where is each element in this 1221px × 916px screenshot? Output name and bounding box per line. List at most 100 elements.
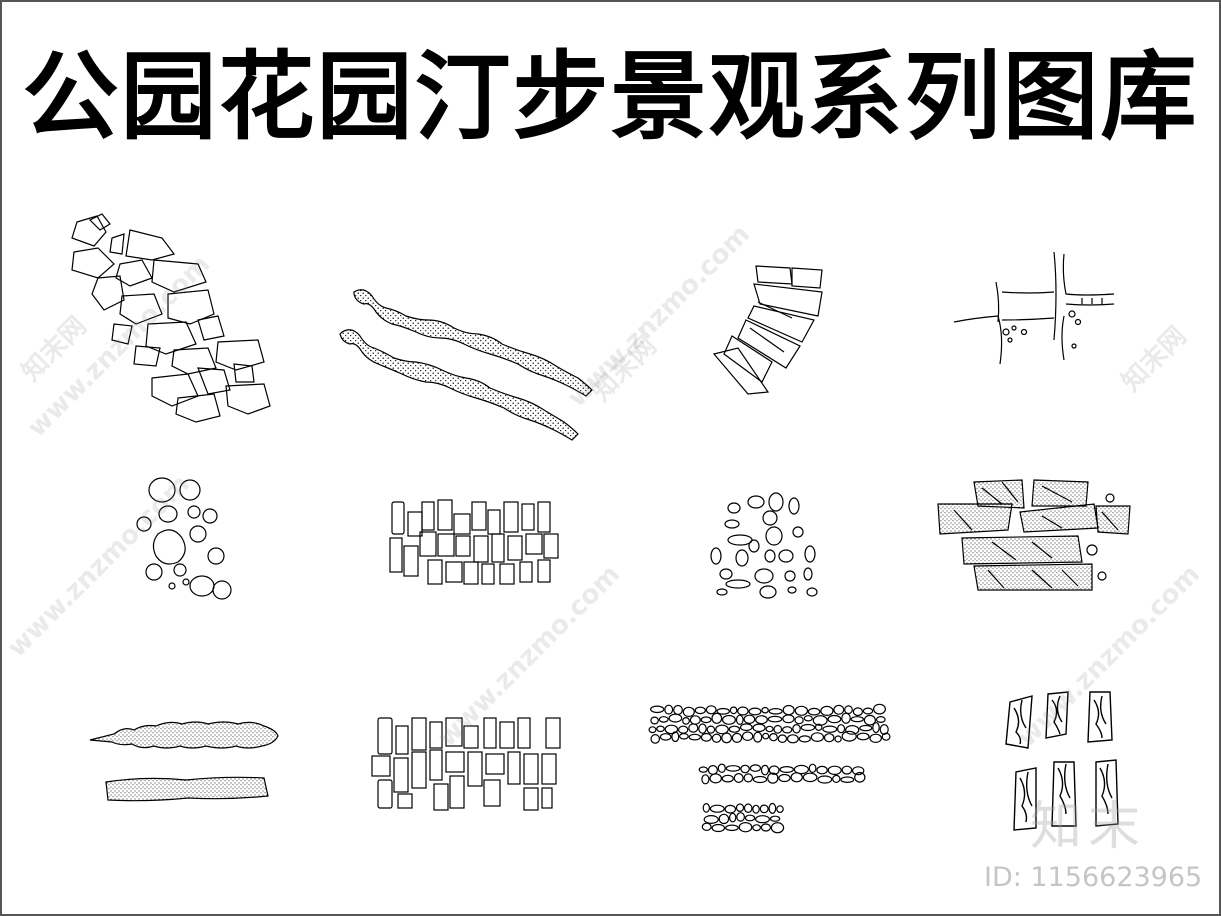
pebble xyxy=(770,822,785,834)
pebble xyxy=(790,772,803,783)
pebble xyxy=(743,773,754,783)
pebble xyxy=(711,712,723,724)
pebble xyxy=(749,764,762,772)
pebble xyxy=(659,733,672,741)
pebble xyxy=(836,724,846,734)
pebble xyxy=(812,715,828,726)
pebble xyxy=(852,766,865,776)
pebble xyxy=(808,763,817,774)
pebble xyxy=(854,771,866,783)
pebble xyxy=(725,765,741,772)
pebble xyxy=(706,725,716,734)
dotted-double-stone-paths xyxy=(339,289,593,441)
pebble xyxy=(768,765,780,775)
pebble xyxy=(807,707,821,716)
pebble xyxy=(733,772,744,783)
pebble xyxy=(700,732,713,742)
pebble xyxy=(793,764,810,775)
pebble xyxy=(760,823,772,832)
pebble xyxy=(721,732,732,744)
pebble xyxy=(721,714,736,725)
pebble xyxy=(689,715,701,725)
pebble xyxy=(798,735,811,743)
pebble xyxy=(658,716,669,723)
pebble xyxy=(739,723,753,732)
pebble xyxy=(748,707,762,716)
pebble xyxy=(701,822,712,832)
pebble xyxy=(678,725,689,734)
pebble xyxy=(840,776,855,784)
pebble xyxy=(754,815,770,824)
pebble xyxy=(803,715,813,722)
pebble-strips xyxy=(648,703,891,834)
pebble xyxy=(664,724,679,735)
pebble xyxy=(863,714,877,726)
pebble xyxy=(728,725,741,733)
pebble xyxy=(740,764,750,774)
pebble xyxy=(786,734,799,744)
pebble xyxy=(698,723,707,734)
pebble xyxy=(705,705,717,715)
dotted-stone-bands xyxy=(89,721,279,802)
pebble xyxy=(736,812,745,822)
pebble xyxy=(721,774,734,783)
pebble xyxy=(711,733,722,743)
pebble xyxy=(872,722,880,734)
pebble xyxy=(841,765,853,775)
pebble xyxy=(682,706,695,718)
pebble xyxy=(743,714,756,725)
pebble xyxy=(875,715,886,723)
pebble xyxy=(767,715,783,723)
pebble xyxy=(715,724,729,735)
round-stone-scatter xyxy=(136,477,232,600)
pebble xyxy=(827,765,842,776)
pebble xyxy=(650,716,659,725)
pebble xyxy=(760,764,770,776)
pebble xyxy=(717,763,726,773)
pebble xyxy=(820,705,834,717)
pebble xyxy=(752,775,768,784)
pebble xyxy=(779,765,794,773)
pebble xyxy=(794,705,809,716)
oval-pebble-cluster xyxy=(710,492,818,599)
pebble xyxy=(845,725,860,735)
pebble xyxy=(810,732,825,742)
pebble xyxy=(729,812,737,823)
pebble xyxy=(698,766,709,773)
textured-stepping-slabs xyxy=(1005,691,1119,831)
pebble xyxy=(725,824,739,832)
pebble xyxy=(841,712,851,724)
pebble xyxy=(735,803,745,813)
pebble xyxy=(765,725,774,733)
pebble xyxy=(709,804,725,813)
pebble xyxy=(802,772,818,783)
pebble xyxy=(850,716,865,723)
pebble xyxy=(731,732,743,744)
pebble xyxy=(650,705,665,714)
hatched-plank-steps xyxy=(937,479,1131,591)
pebble xyxy=(694,706,707,715)
pebble xyxy=(711,823,726,833)
watermark-logo: 知末 xyxy=(1030,797,1147,857)
pebble xyxy=(724,804,737,814)
pebble xyxy=(814,723,823,732)
pebble xyxy=(862,707,874,715)
pebble xyxy=(700,716,712,724)
pebble xyxy=(782,714,795,724)
pebble xyxy=(752,824,761,832)
pebble xyxy=(673,704,683,716)
pebble xyxy=(737,706,749,716)
path-junction-plan xyxy=(953,251,1115,365)
pebble xyxy=(800,723,816,732)
pebble xyxy=(852,707,864,717)
pebble xyxy=(752,723,766,733)
pebble xyxy=(823,733,835,743)
pebble xyxy=(671,731,680,743)
pebble xyxy=(833,704,845,715)
watermark-id: ID: 1156623965 xyxy=(984,862,1203,893)
pebble xyxy=(701,774,710,785)
pebble xyxy=(832,774,841,784)
pebble xyxy=(688,723,699,733)
pebble xyxy=(841,730,857,742)
